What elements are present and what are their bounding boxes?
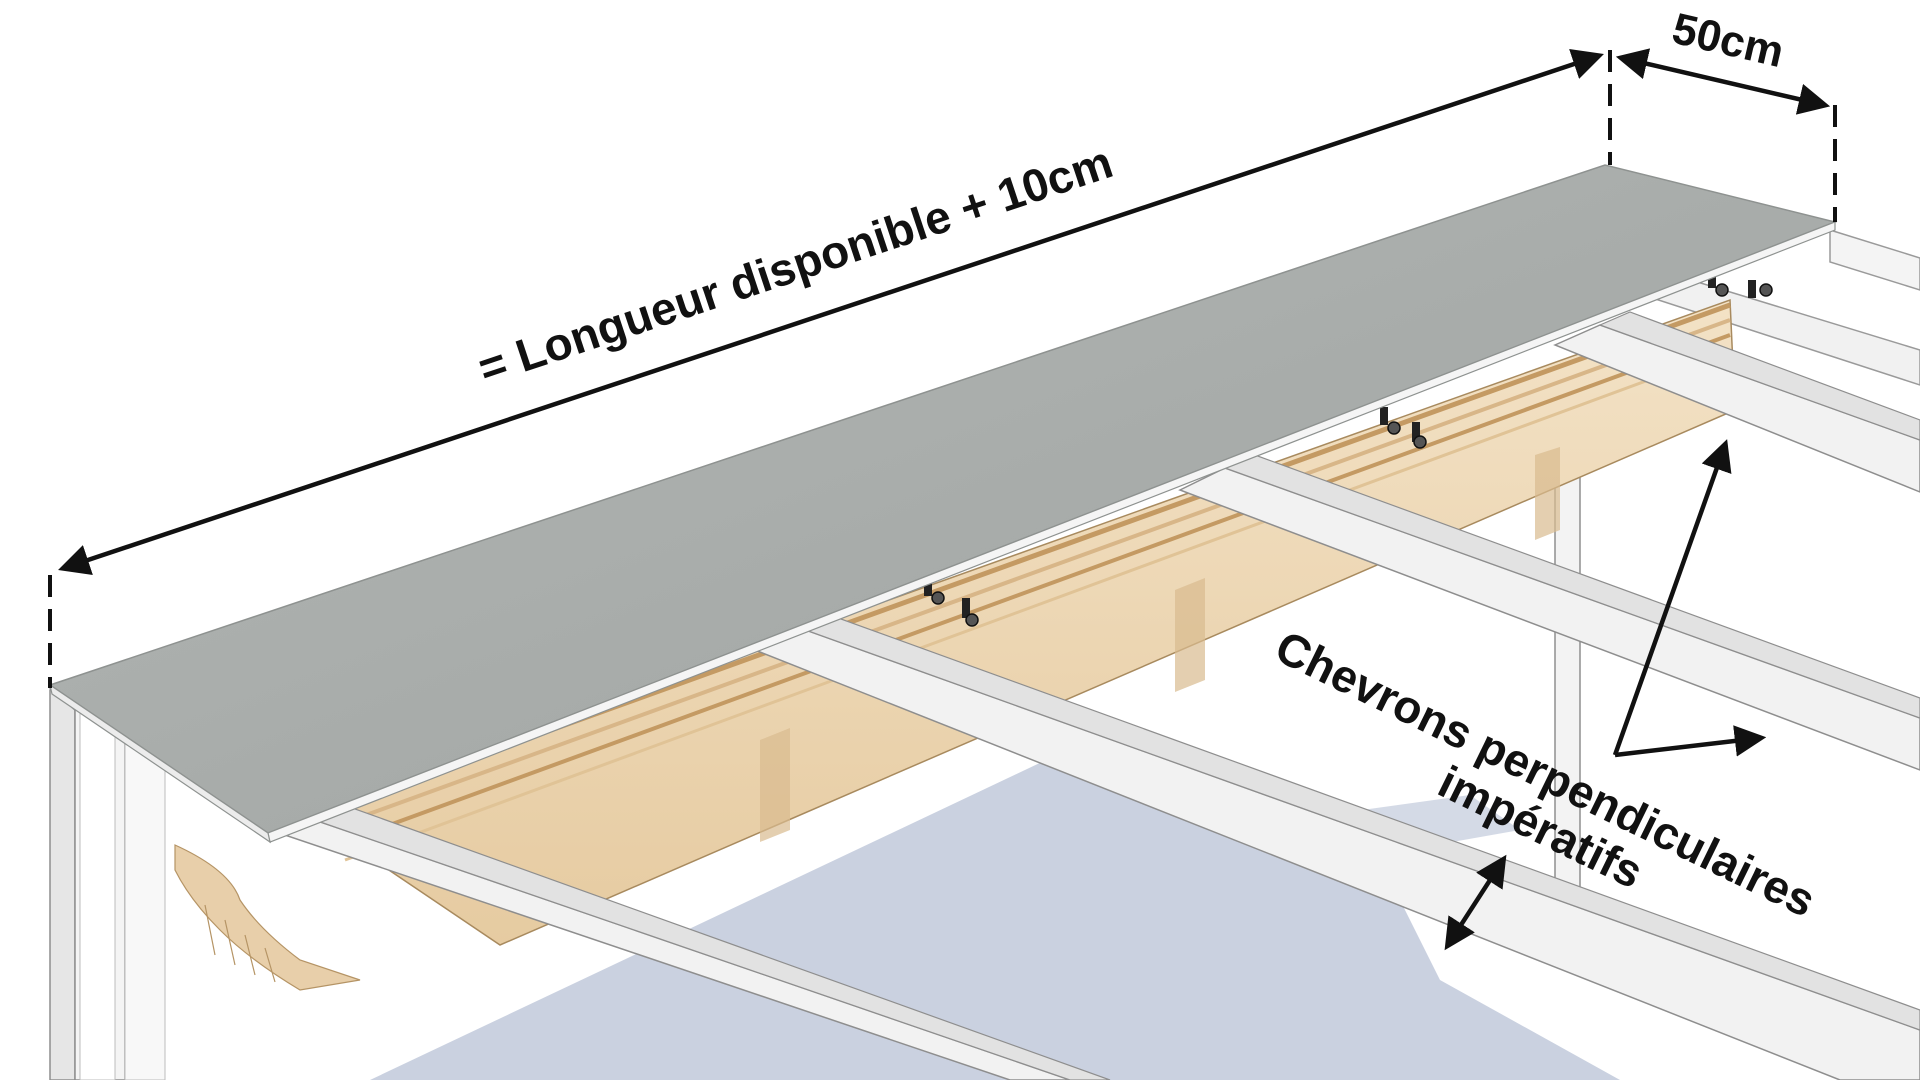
length-arrow — [58, 49, 1604, 575]
rafter-pointer-arrows — [1444, 439, 1767, 951]
carriage-2 — [924, 578, 979, 627]
frame-left-post — [49, 678, 166, 1080]
length-label: = Longueur disponible + 10cm — [472, 135, 1119, 394]
width-label: 50cm — [1668, 4, 1789, 77]
length-dimension — [48, 49, 1612, 688]
carriage-4 — [1708, 270, 1773, 298]
width-arrow — [1615, 48, 1831, 115]
width-dimension — [1615, 48, 1837, 222]
